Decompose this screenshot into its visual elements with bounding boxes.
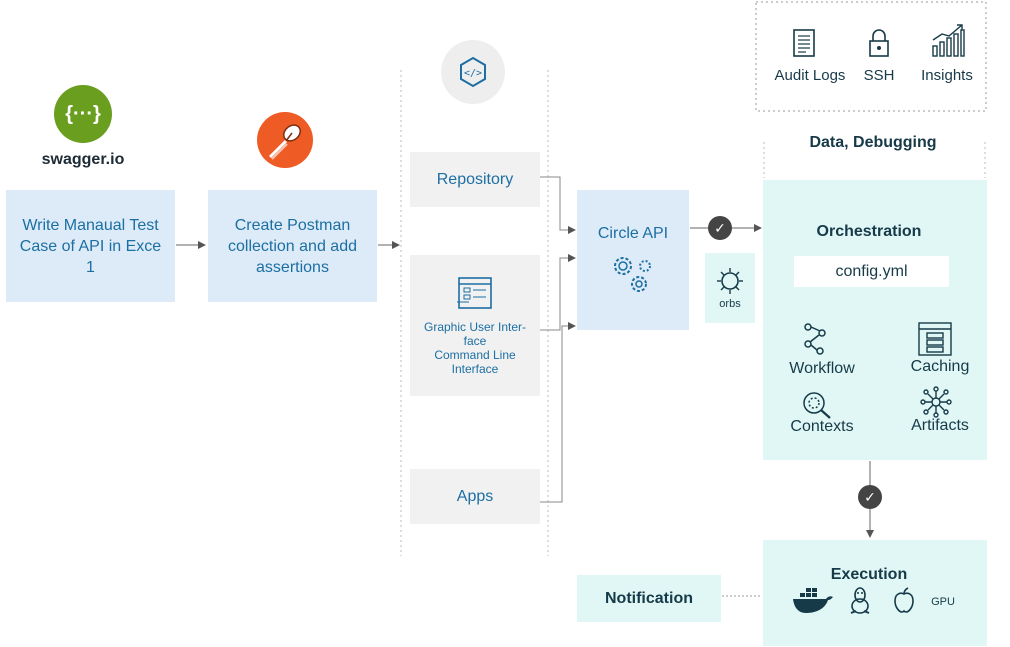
insights-label: Insights	[921, 67, 973, 84]
lock-icon	[867, 28, 891, 58]
postman-collection-text: Create Postman collection and add assert…	[228, 216, 357, 276]
code-hex-icon: </>	[441, 40, 505, 104]
gui-text-2: face	[463, 333, 487, 348]
apps-box: Apps	[410, 469, 540, 524]
repository-text: Repository	[436, 171, 514, 188]
data-debugging-label: Data, Debugging	[809, 134, 937, 151]
caching-server-icon	[917, 321, 953, 357]
gpu-label: GPU	[931, 596, 955, 608]
manual-test-case-box: Write Manaual Test Case of API in Exce 1	[6, 190, 175, 302]
gears-icon	[614, 257, 651, 292]
gui-cli-box: Graphic User Inter- face Command Line In…	[410, 255, 540, 396]
manual-test-case-text: Write Manaual Test Case of API in Exce 1	[19, 216, 162, 276]
caching-label: Caching	[910, 358, 970, 375]
swagger-logo-text: {···}	[65, 102, 101, 125]
audit-logs-icon	[792, 28, 816, 58]
cli-text-2: Interface	[451, 361, 499, 376]
linux-tux-icon	[848, 587, 872, 615]
notification-box: Notification	[577, 575, 721, 622]
orbs-text: orbs	[719, 298, 741, 310]
orbs-box: orbs	[705, 253, 755, 323]
orchestration-title: Orchestration	[816, 223, 922, 240]
artifacts-network-icon	[920, 386, 952, 418]
gui-window-icon	[457, 276, 492, 309]
cli-text-1: Command Line	[434, 347, 516, 362]
postman-collection-box: Create Postman collection and add assert…	[208, 190, 377, 302]
audit-logs-label: Audit Logs	[774, 67, 846, 84]
orchestration-box	[763, 180, 987, 460]
ssh-label: SSH	[863, 67, 895, 84]
repository-box: Repository	[410, 152, 540, 207]
swagger-label: swagger.io	[41, 151, 125, 168]
artifacts-label: Artifacts	[911, 417, 969, 434]
contexts-label: Contexts	[790, 418, 854, 435]
notification-text: Notification	[605, 589, 693, 607]
orbs-icon	[717, 268, 743, 294]
circle-api-text: Circle API	[597, 225, 669, 242]
swagger-logo-icon: {···}	[54, 85, 112, 143]
apps-text: Apps	[456, 488, 494, 505]
contexts-search-icon	[801, 390, 833, 420]
config-yml-text: config.yml	[835, 262, 908, 280]
gui-text-1: Graphic User Inter-	[423, 319, 527, 334]
check-circle-icon: ✓	[708, 216, 732, 240]
check-circle-icon-2: ✓	[858, 485, 882, 509]
workflow-label: Workflow	[789, 360, 855, 377]
apple-icon	[893, 587, 915, 613]
circle-api-box: Circle API	[577, 190, 689, 330]
insights-chart-icon	[930, 22, 966, 58]
execution-title: Execution	[830, 566, 908, 583]
docker-icon	[792, 585, 834, 615]
postman-logo-icon	[256, 111, 314, 169]
workflow-icon	[800, 322, 830, 356]
config-yml-box: config.yml	[794, 256, 949, 287]
svg-text:</>: </>	[464, 68, 482, 79]
